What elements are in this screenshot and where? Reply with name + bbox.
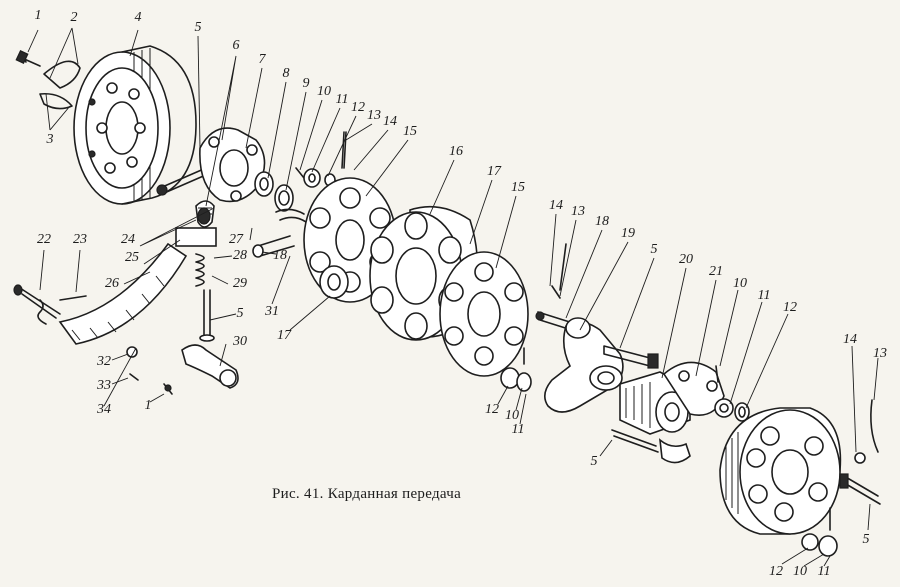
callout-10c: 10 [505,408,519,423]
callout-3: 3 [46,132,54,147]
callout-14c: 14 [843,332,857,347]
coupling-flange-drum [719,407,842,535]
callout-17b: 17 [277,328,291,343]
small-fasteners-right [714,365,750,422]
callout-8: 8 [282,66,290,81]
flange-and-bolt [156,127,307,258]
callout-6: 6 [232,38,240,53]
callout-18b: 18 [273,248,287,263]
callout-11d: 11 [817,564,831,579]
callout-11b: 11 [757,288,771,303]
brake-lever [181,344,239,389]
callout-21: 21 [709,264,723,279]
bolt-and-clips [15,49,81,110]
callout-34: 34 [97,402,111,417]
callout-1: 1 [34,8,42,23]
small-fasteners-bottom [801,507,838,557]
callout-1b: 1 [144,398,152,413]
callout-10: 10 [317,84,331,99]
callout-26: 26 [105,276,119,291]
callout-13: 13 [367,108,381,123]
callout-12c: 12 [485,402,499,417]
callout-11: 11 [335,92,349,107]
callout-13c: 13 [873,346,887,361]
callout-31: 31 [265,304,279,319]
callout-13b: 13 [571,204,585,219]
bolt-and-cotter-pin-right [839,399,881,505]
callout-5: 5 [194,20,202,35]
washer-and-bolts-bottom-left [126,346,173,395]
callout-23: 23 [73,232,87,247]
callout-29: 29 [233,276,247,291]
callout-5e: 5 [862,532,870,547]
callout-22: 22 [37,232,51,247]
callout-25: 25 [125,250,139,265]
callout-14: 14 [383,114,397,129]
callout-19: 19 [621,226,635,241]
callout-28: 28 [233,248,247,263]
callout-12: 12 [351,100,365,115]
callout-10d: 10 [793,564,807,579]
callout-5c: 5 [236,306,244,321]
callout-17: 17 [487,164,501,179]
callout-11c: 11 [511,422,525,437]
callout-7: 7 [258,52,266,67]
callout-18: 18 [595,214,609,229]
bushing-left [319,265,349,299]
callout-10b: 10 [733,276,747,291]
callout-4: 4 [134,10,142,25]
brake-drum [73,45,197,205]
callout-9: 9 [302,76,310,91]
brake-band [13,242,188,345]
flange-yoke [662,361,725,416]
leader-lines [27,27,879,567]
band-bracket-and-spring [175,207,217,342]
perforated-disc-right [439,251,529,377]
callout-12b: 12 [783,300,797,315]
small-fasteners-center [500,347,532,392]
callout-15: 15 [403,124,417,139]
callout-20: 20 [679,252,693,267]
figure-caption: Рис. 41. Карданная передача [272,486,462,502]
callout-15b: 15 [511,180,525,195]
callout-30: 30 [233,334,247,349]
flexible-coupling-disc [369,205,479,341]
callout-12d: 12 [769,564,783,579]
callout-32: 32 [97,354,111,369]
callout-2: 2 [70,10,78,25]
callout-14b: 14 [549,198,563,213]
yoke [544,317,659,413]
callout-33: 33 [97,378,111,393]
callout-5b: 5 [650,242,658,257]
callout-5d: 5 [590,454,598,469]
callout-16: 16 [449,144,463,159]
callout-27: 27 [229,232,243,247]
callout-24: 24 [121,232,135,247]
